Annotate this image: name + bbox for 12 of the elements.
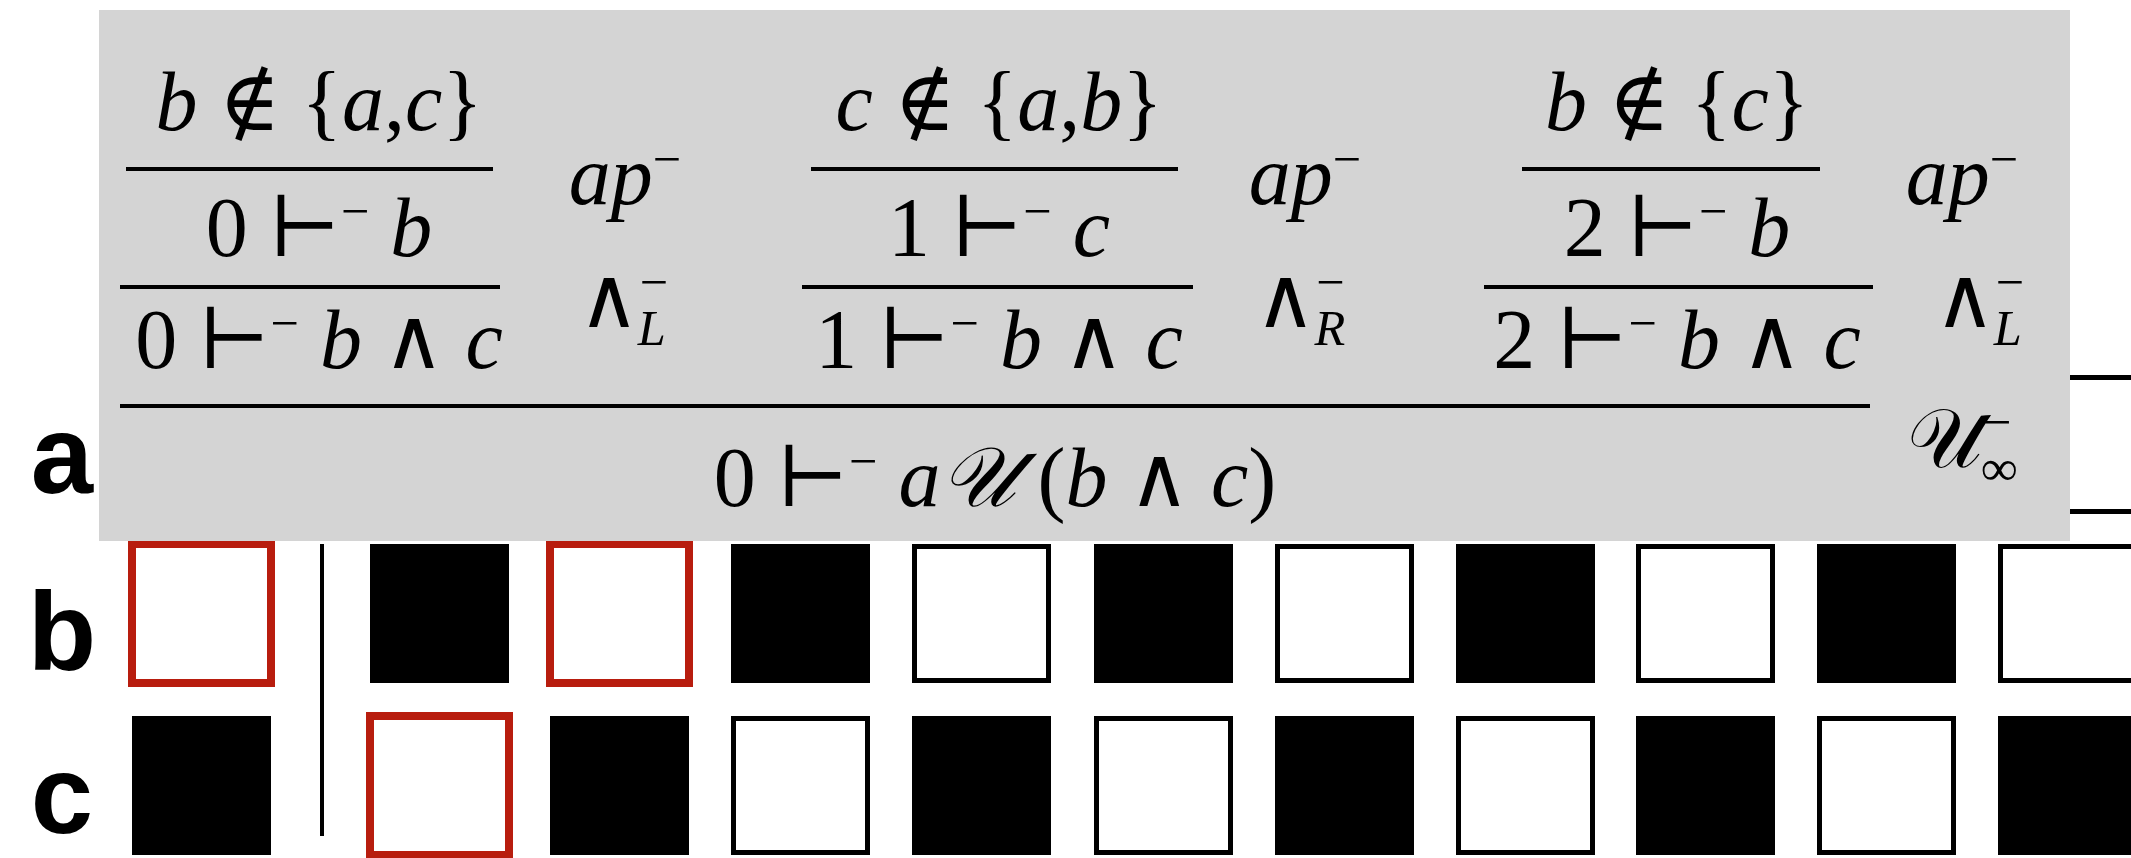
row-label: c	[30, 739, 94, 851]
formula: b ∉ {c}	[1544, 60, 1810, 144]
formula: 2 ⊢$^{−}$ b	[1563, 186, 1791, 270]
formula: 1 ⊢$^{−}$ b ∧ c	[815, 298, 1183, 382]
formula: c ∉ {a,b}	[835, 60, 1163, 144]
formula: 2 ⊢$^{−}$ b ∧ c	[1493, 298, 1861, 382]
row-label: a	[30, 399, 94, 511]
formula: b ∉ {a,c}	[155, 60, 483, 144]
formula: 1 ⊢$^{−}$ c	[888, 186, 1110, 270]
row-label: b	[27, 576, 97, 688]
formula: 0 ⊢$^{−}$ b	[205, 186, 433, 270]
formula: 0 ⊢$^{−}$ b ∧ c	[135, 298, 503, 382]
